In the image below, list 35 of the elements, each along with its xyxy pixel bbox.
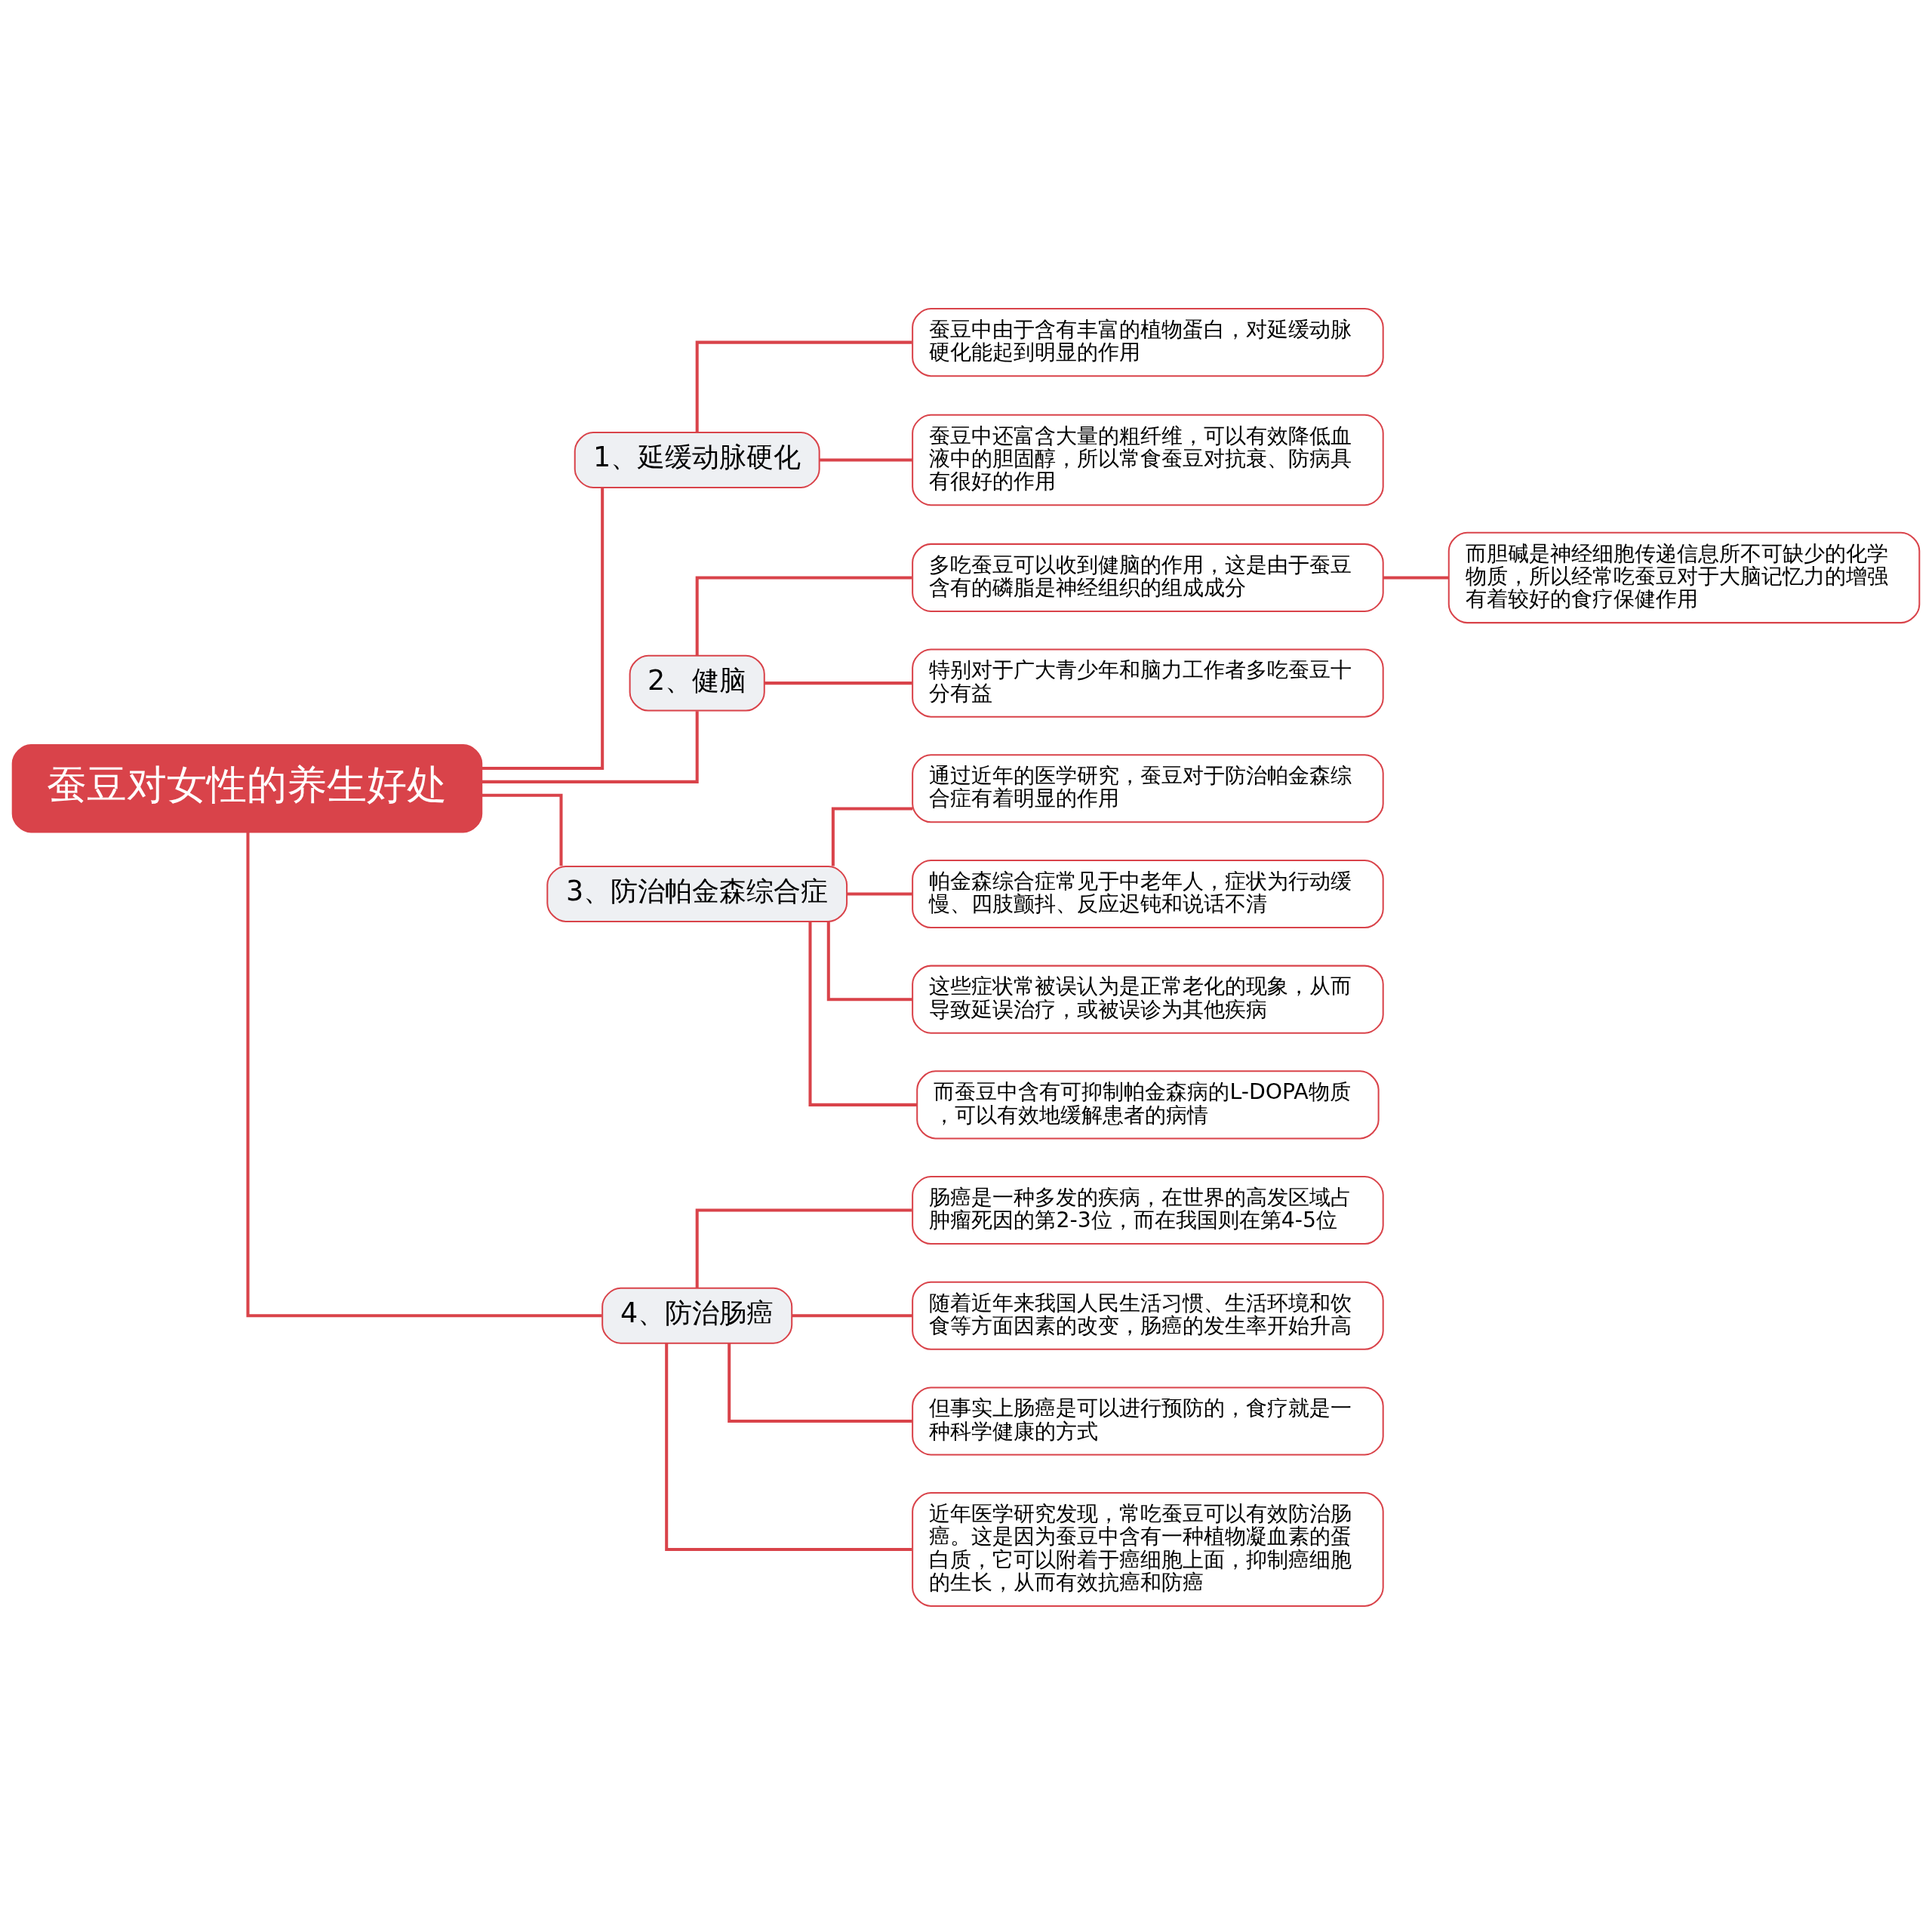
node-box: 这些症状常被误认为是正常老化的现象，从而导致延误治疗，或被误诊为其他疾病 (912, 965, 1384, 1034)
connector (728, 1343, 912, 1423)
connector (764, 681, 912, 685)
node-box: 帕金森综合症常见于中老年人，症状为行动缓慢、四肢颤抖、反应迟钝和说话不清 (912, 859, 1384, 928)
node-box: 而蚕豆中含有可抑制帕金森病的L-DOPA物质，可以有效地缓解患者的病情 (916, 1069, 1380, 1139)
connector (820, 458, 913, 462)
connector (695, 1208, 912, 1288)
connector (246, 832, 602, 1317)
node-box: 而胆碱是神经细胞传递信息所不可缺少的化学物质，所以经常吃蚕豆对于大脑记忆力的增强有着较好的食疗保健作用 (1447, 531, 1921, 623)
node-box: 但事实上肠癌是可以进行预防的，食疗就是一种科学健康的方式 (912, 1386, 1384, 1455)
node-box: 近年医学研究发现，常吃蚕豆可以有效防治肠癌。这是因为蚕豆中含有一种植物凝血素的蛋白质，它可以附着于癌细胞上面，抑制癌细胞的生长，从而有效抗癌和防癌 (912, 1491, 1384, 1607)
connector (792, 1313, 912, 1317)
connector (831, 807, 913, 866)
connector (695, 575, 912, 655)
node-box: 蚕豆中由于含有丰富的植物蛋白，对延缓动脉硬化能起到明显的作用 (912, 307, 1384, 377)
node-box: 蚕豆对女性的养生好处 (11, 743, 483, 832)
connector (826, 921, 912, 1001)
connector (481, 793, 563, 866)
connector (481, 710, 699, 783)
node-box: 1、延缓动脉硬化 (574, 431, 820, 488)
node-box: 2、健脑 (629, 654, 765, 712)
node-box: 通过近年的医学研究，蚕豆对于防治帕金森综合症有着明显的作用 (912, 753, 1384, 823)
node-box: 肠癌是一种多发的疾病，在世界的高发区域占肿瘤死因的第2-3位，而在我国则在第4-5位 (912, 1175, 1384, 1245)
connector (481, 488, 605, 770)
node-box: 3、防治帕金森综合症 (546, 865, 848, 922)
connector (665, 1343, 912, 1551)
connector (808, 921, 918, 1106)
connector (1383, 575, 1449, 579)
node-box: 4、防治肠癌 (601, 1287, 793, 1344)
node-box: 随着近年来我国人民生活习惯、生活环境和饮食等方面因素的改变，肠癌的发生率开始升高 (912, 1281, 1384, 1350)
node-box: 多吃蚕豆可以收到健脑的作用，这是由于蚕豆含有的磷脂是神经组织的组成成分 (912, 543, 1384, 612)
node-box: 特别对于广大青少年和脑力工作者多吃蚕豆十分有益 (912, 648, 1384, 718)
connector (847, 891, 912, 895)
connector (695, 340, 912, 432)
node-box: 蚕豆中还富含大量的粗纤维，可以有效降低血液中的胆固醇，所以常食蚕豆对抗衰、防病具有很好的作用 (912, 414, 1384, 506)
